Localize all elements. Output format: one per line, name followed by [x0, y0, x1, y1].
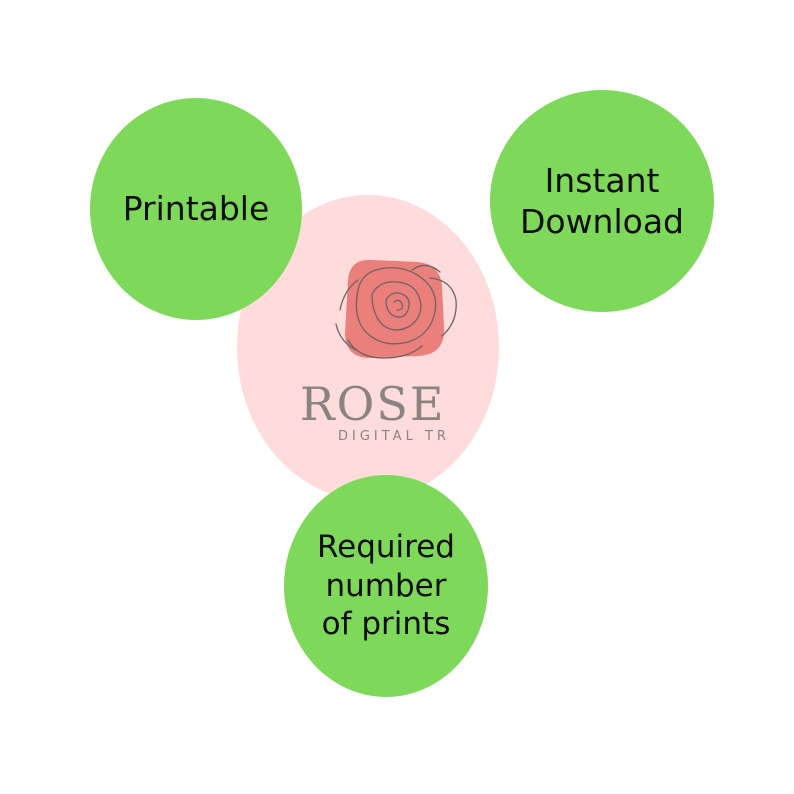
bubble-label: Required number of prints — [317, 528, 455, 643]
bubble-label: Printable — [122, 189, 270, 229]
brand-logo: ROSE DIGITAL TR — [300, 250, 500, 450]
brand-name: ROSE — [300, 377, 446, 431]
bubble-required-prints: Required number of prints — [284, 475, 488, 697]
bubble-label: Instant Download — [519, 160, 685, 241]
brand-tagline: DIGITAL TR — [338, 429, 450, 444]
rose-icon — [335, 259, 457, 359]
bubble-printable: Printable — [90, 98, 302, 320]
bubble-instant-download: Instant Download — [490, 90, 714, 312]
